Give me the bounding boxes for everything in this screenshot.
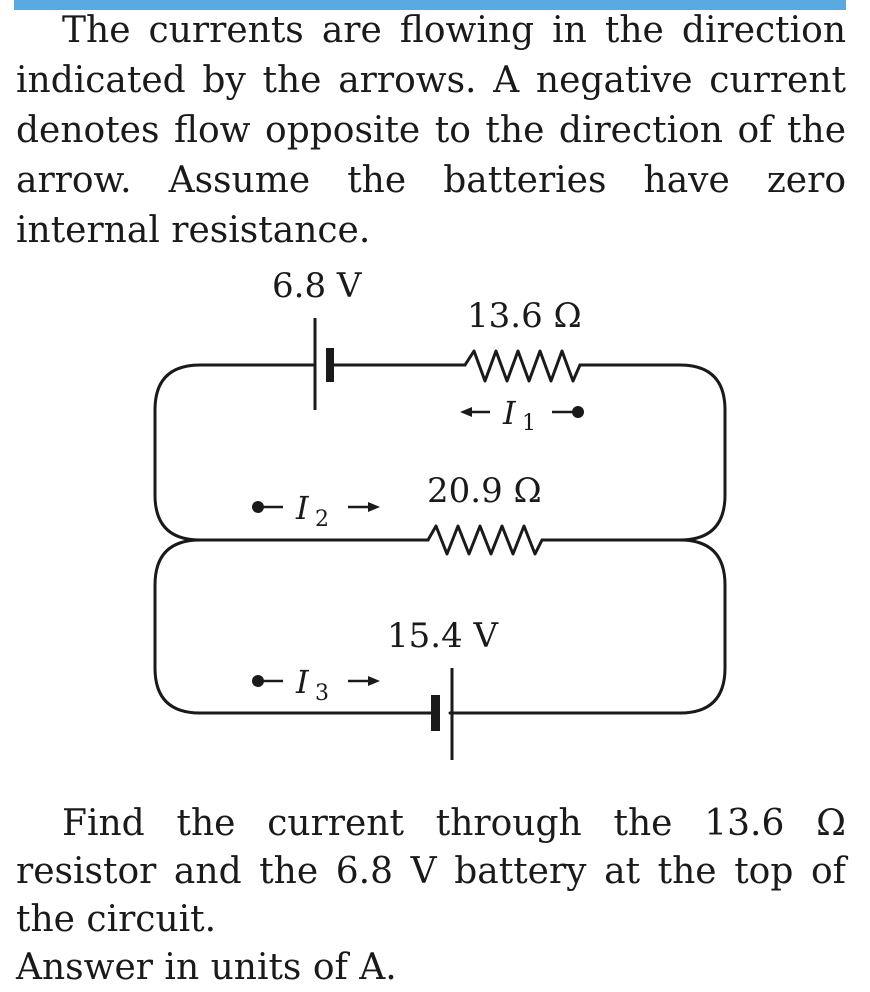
- top-accent-bar: [14, 0, 846, 10]
- problem-question: Find the current through the 13.6 Ω resi…: [16, 800, 846, 992]
- middle-resistor-zigzag: [426, 524, 544, 556]
- current-i2-subscript: 2: [315, 507, 329, 532]
- current-i1-indicator: I 1: [460, 394, 584, 436]
- current-i2-symbol: I: [295, 489, 310, 527]
- top-battery-short-plate: [326, 348, 334, 382]
- bottom-wire-right: [448, 538, 727, 715]
- current-i3-subscript: 3: [315, 681, 329, 706]
- bottom-battery-short-plate: [431, 695, 440, 731]
- current-i3-symbol: I: [295, 663, 310, 701]
- current-i3-indicator: I 3: [252, 663, 380, 706]
- current-i1-subscript: 1: [522, 411, 536, 436]
- problem-intro: The currents are flowing in the directio…: [16, 10, 846, 251]
- bottom-wire-left: [153, 538, 434, 715]
- question-text: Find the current through the 13.6 Ω resi…: [16, 803, 846, 940]
- current-i1-symbol: I: [502, 394, 517, 432]
- middle-resistor-label: 20.9 Ω: [427, 471, 542, 511]
- circuit-diagram: 6.8 V 13.6 Ω 20.9 Ω 15.4 V I 1 I 2 I 3: [153, 266, 727, 760]
- top-resistor-label: 13.6 Ω: [467, 296, 582, 336]
- top-wire-left: [153, 363, 317, 542]
- current-i2-indicator: I 2: [252, 489, 380, 532]
- top-wire-right: [578, 363, 727, 542]
- top-resistor-zigzag: [463, 349, 582, 383]
- bottom-battery-label: 15.4 V: [387, 616, 500, 656]
- top-battery-label: 6.8 V: [272, 266, 363, 306]
